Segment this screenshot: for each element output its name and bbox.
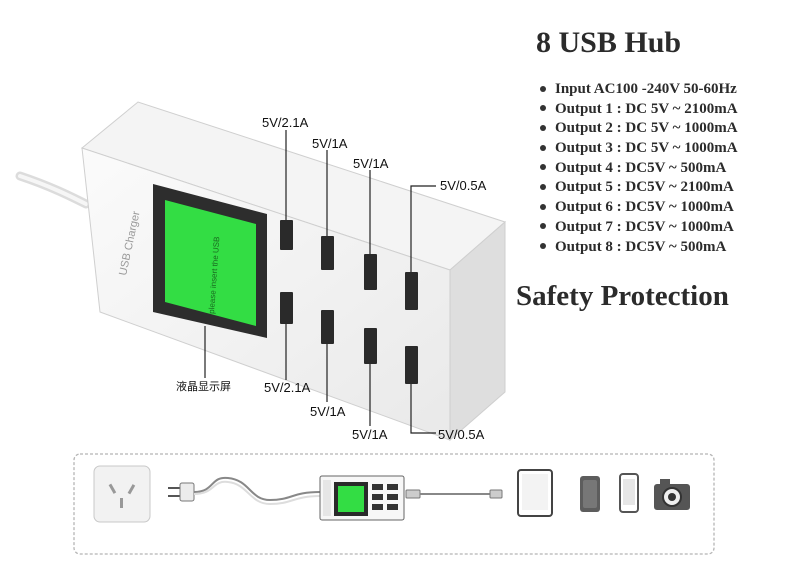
usb-port-8 bbox=[405, 346, 418, 384]
port-label-top-4: 5V/0.5A bbox=[440, 178, 487, 193]
spec-item: Output 8 : DC5V ~ 500mA bbox=[540, 238, 738, 258]
usb-port-2 bbox=[321, 236, 334, 270]
safety-heading: Safety Protection bbox=[516, 280, 729, 312]
spec-item: Output 7 : DC5V ~ 1000mA bbox=[540, 218, 738, 238]
product-title: 8 USB Hub bbox=[536, 26, 682, 59]
usb-port-6 bbox=[321, 310, 334, 344]
spec-item: Output 3 : DC 5V ~ 1000mA bbox=[540, 139, 738, 159]
port-label-bottom-1: 5V/2.1A bbox=[264, 380, 311, 395]
power-plug-icon bbox=[168, 476, 321, 506]
port-label-bottom-4: 5V/0.5A bbox=[438, 427, 485, 442]
spec-item: Output 5 : DC5V ~ 2100mA bbox=[540, 178, 738, 198]
port-label-top-1: 5V/2.1A bbox=[262, 115, 309, 130]
smartphone-icon bbox=[619, 473, 639, 513]
usb-port-7 bbox=[364, 328, 377, 364]
usb-ports-top bbox=[280, 220, 418, 310]
port-label-bottom-3: 5V/1A bbox=[352, 427, 388, 442]
power-bank-icon bbox=[580, 476, 600, 512]
usb-cable-icon bbox=[405, 489, 503, 499]
spec-item: Output 2 : DC 5V ~ 1000mA bbox=[540, 119, 738, 139]
wall-outlet-icon bbox=[93, 465, 151, 523]
spec-list: Input AC100 -240V 50-60Hz Output 1 : DC … bbox=[540, 80, 738, 257]
usb-port-3 bbox=[364, 254, 377, 290]
usb-port-1 bbox=[280, 220, 293, 250]
tablet-icon bbox=[517, 469, 553, 517]
lcd-label: 液晶显示屏 bbox=[176, 381, 231, 393]
spec-item: Input AC100 -240V 50-60Hz bbox=[540, 80, 738, 100]
callout-lines bbox=[204, 130, 436, 434]
usb-ports-bottom bbox=[280, 292, 418, 384]
port-label-top-3: 5V/1A bbox=[353, 156, 389, 171]
spec-item: Output 4 : DC5V ~ 500mA bbox=[540, 159, 738, 179]
port-label-top-2: 5V/1A bbox=[312, 136, 348, 151]
spec-item: Output 1 : DC 5V ~ 2100mA bbox=[540, 100, 738, 120]
lcd-display: please insert the USB bbox=[153, 184, 267, 338]
usb-hub-icon bbox=[319, 475, 405, 521]
port-label-bottom-2: 5V/1A bbox=[310, 404, 346, 419]
lcd-screen bbox=[165, 200, 256, 326]
usb-port-4 bbox=[405, 272, 418, 310]
spec-item: Output 6 : DC5V ~ 1000mA bbox=[540, 198, 738, 218]
usb-port-5 bbox=[280, 292, 293, 324]
camera-icon bbox=[654, 479, 690, 510]
